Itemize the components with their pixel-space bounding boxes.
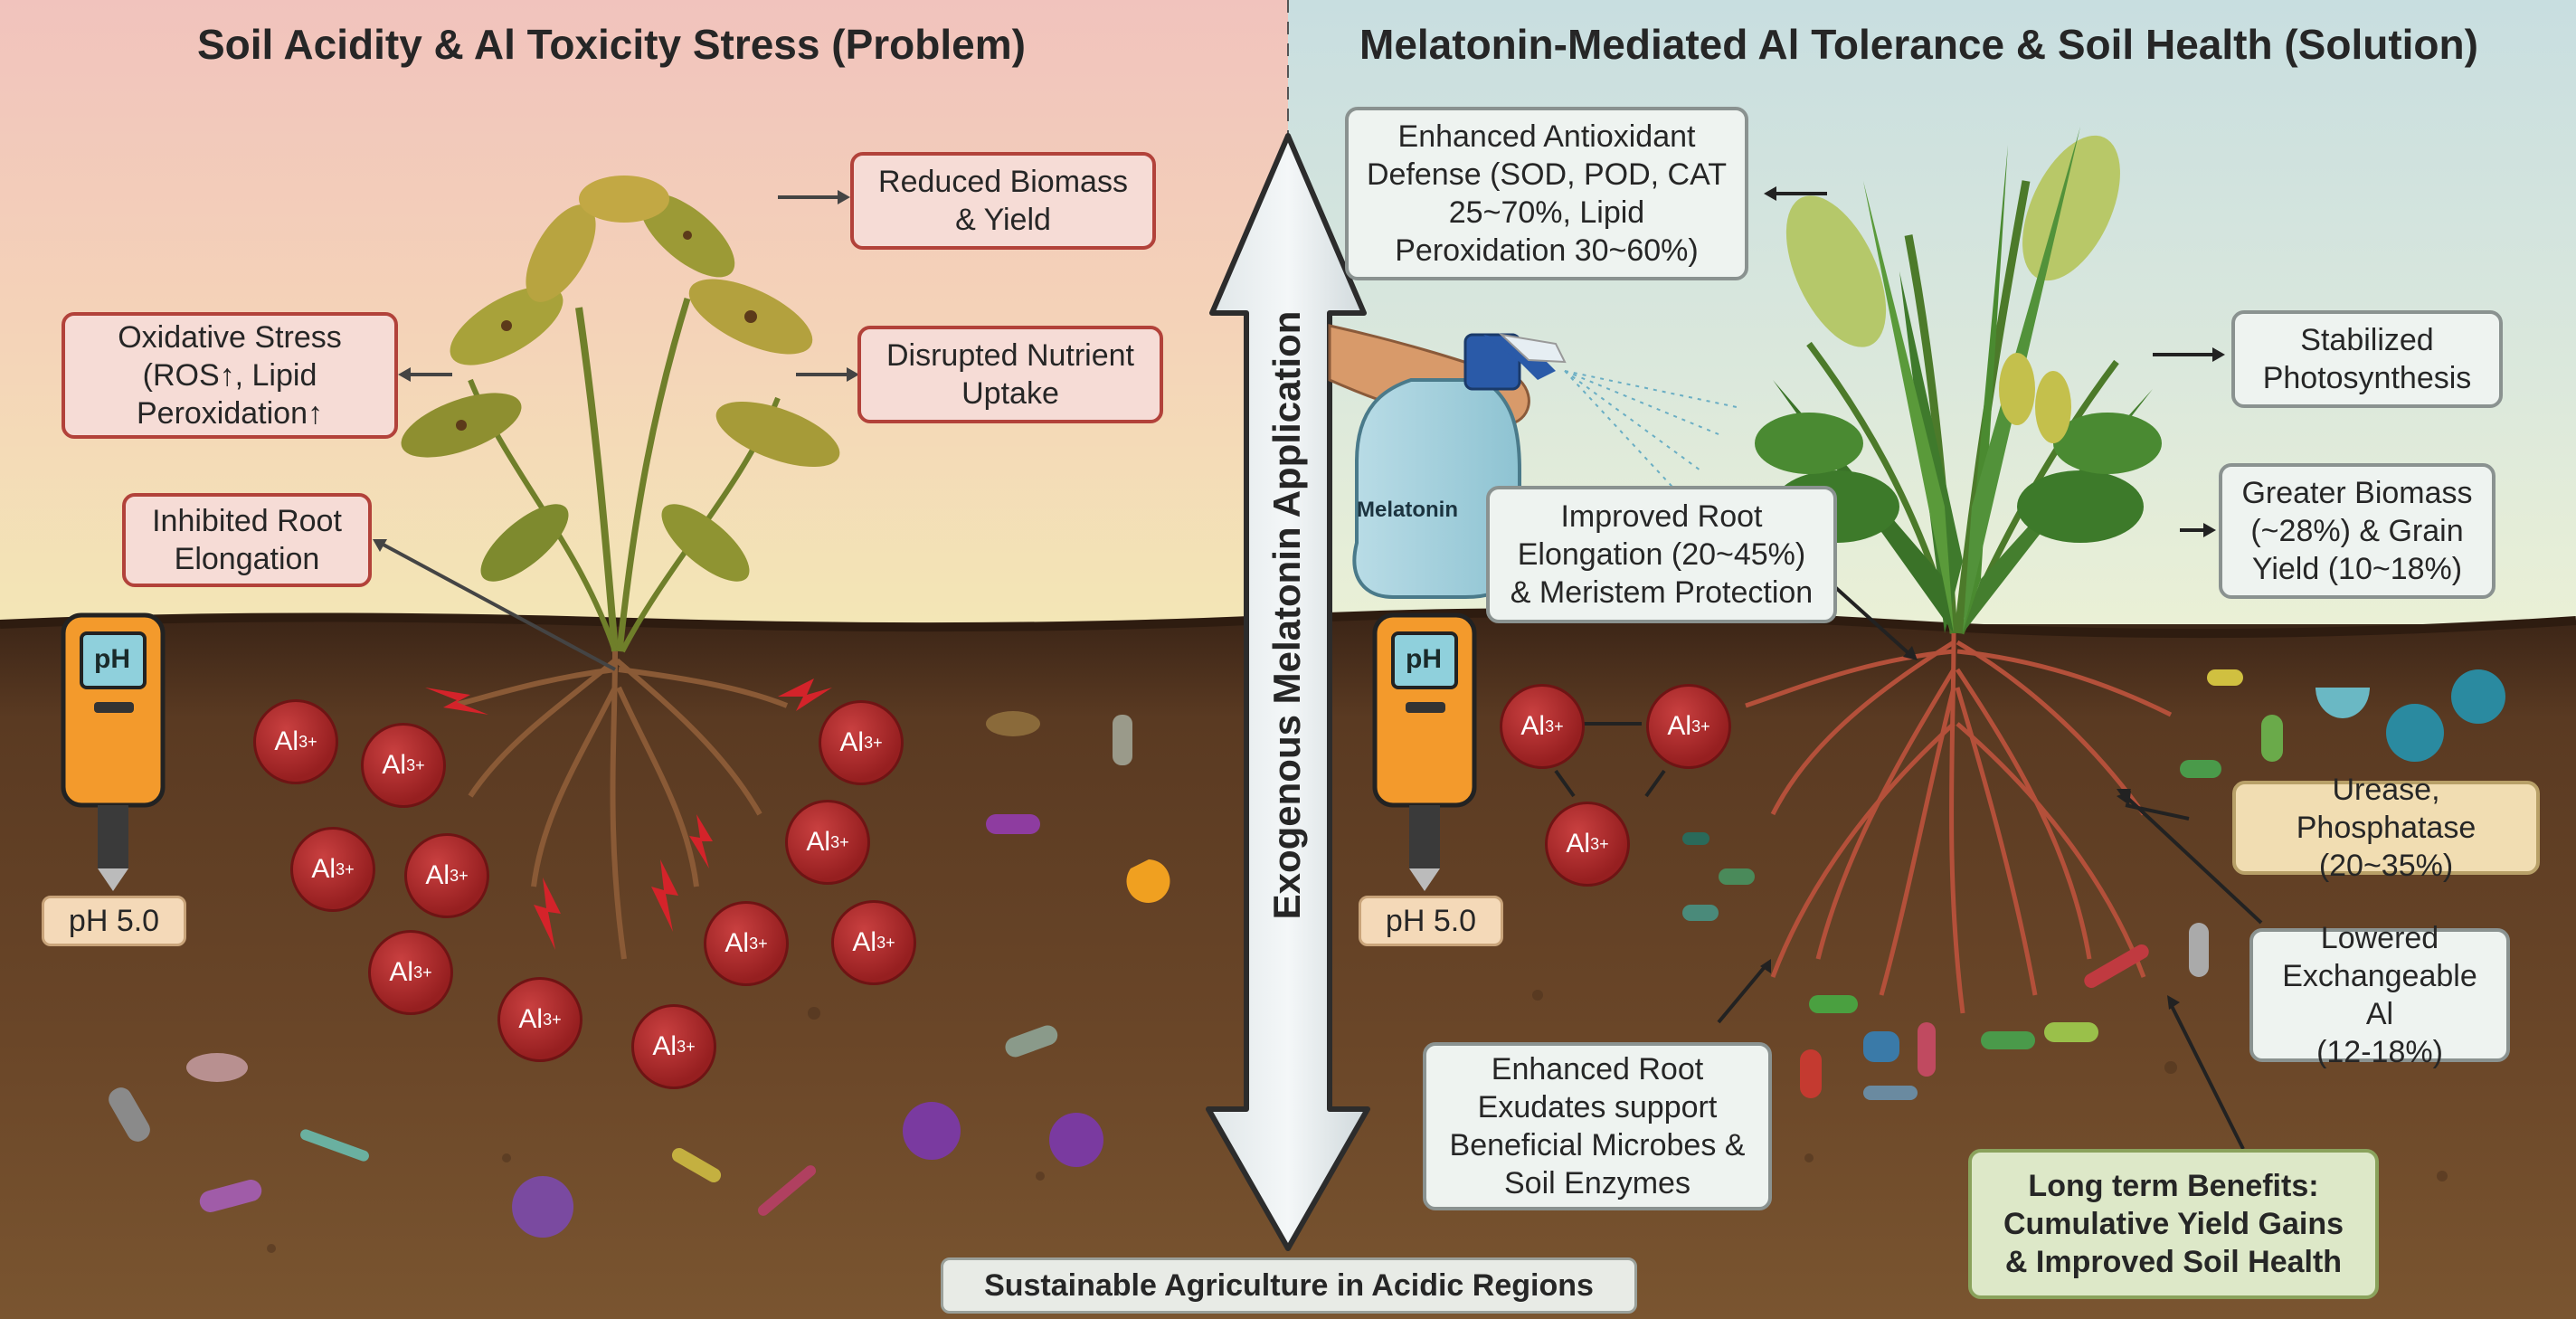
biomass-box: Greater Biomass (~28%) & Grain Yield (10… xyxy=(2219,463,2496,599)
long-term-benefits-box: Long term Benefits: Cumulative Yield Gai… xyxy=(1968,1149,2379,1299)
footer-banner: Sustainable Agriculture in Acidic Region… xyxy=(941,1257,1637,1314)
pod xyxy=(2035,371,2071,443)
wilted-plant xyxy=(401,176,840,653)
pod xyxy=(1999,353,2035,425)
leaf xyxy=(579,176,669,223)
reduced-biomass-box: Reduced Biomass & Yield xyxy=(850,152,1156,250)
stunted-roots xyxy=(451,650,789,960)
spray-mist xyxy=(1564,370,1738,498)
double-arrow xyxy=(1206,133,1370,1251)
inhibited-root-box: Inhibited Root Elongation xyxy=(122,493,372,587)
microbe-icon xyxy=(1682,669,2505,1100)
beetle-icon xyxy=(186,711,1040,1082)
ion-exchange-arrows xyxy=(1554,722,1666,798)
ph-meter-icon xyxy=(1372,612,1477,891)
healthy-roots xyxy=(1745,632,2173,1014)
leaf xyxy=(480,504,569,582)
root-elongation-box: Improved Root Elongation (20~45%) & Meri… xyxy=(1486,486,1837,623)
leaf xyxy=(715,401,840,468)
exogenous-melatonin-label: Exogenous Melatonin Application xyxy=(1265,310,1308,920)
leaf xyxy=(2017,470,2144,543)
photosynthesis-box: Stabilized Photosynthesis xyxy=(2231,310,2503,408)
spray-bottle-label: Melatonin xyxy=(1357,498,1458,522)
ph-reading: pH 5.0 xyxy=(1359,896,1503,946)
leaf xyxy=(661,504,750,582)
leaf xyxy=(1755,413,1863,474)
right-leader-lines xyxy=(1717,192,2263,1150)
healthy-plant xyxy=(1755,127,2162,635)
ph-screen-label: pH xyxy=(94,644,130,674)
ph-reading: pH 5.0 xyxy=(42,896,186,946)
disrupted-nutrient-box: Disrupted Nutrient Uptake xyxy=(857,326,1163,423)
lightning-icon xyxy=(425,678,832,950)
microbe-icon xyxy=(109,715,1170,1238)
leaf xyxy=(526,204,596,302)
left-leader-lines xyxy=(379,195,850,671)
right-title: Melatonin-Mediated Al Tolerance & Soil H… xyxy=(1359,21,2478,68)
grain-head xyxy=(1785,195,1887,347)
leaf xyxy=(2053,413,2162,474)
exudates-box: Enhanced Root Exudates support Beneficia… xyxy=(1423,1042,1772,1210)
antioxidant-box: Enhanced Antioxidant Defense (SOD, POD, … xyxy=(1345,107,1748,280)
ph-meter-icon xyxy=(61,612,166,891)
ph-screen-label: pH xyxy=(1406,644,1442,674)
left-title: Soil Acidity & Al Toxicity Stress (Probl… xyxy=(197,21,1026,68)
oxidative-stress-box: Oxidative Stress (ROS↑, Lipid Peroxidati… xyxy=(62,312,398,439)
enzymes-box: Urease, Phosphatase (20~35%) xyxy=(2232,773,2540,883)
right-arrowheads xyxy=(1760,186,2225,1010)
left-arrowheads xyxy=(373,190,859,552)
spray-bottle-icon xyxy=(1352,333,1567,599)
exchangeable-al-box: Lowered Exchangeable Al (12-18%) xyxy=(2249,921,2510,1069)
